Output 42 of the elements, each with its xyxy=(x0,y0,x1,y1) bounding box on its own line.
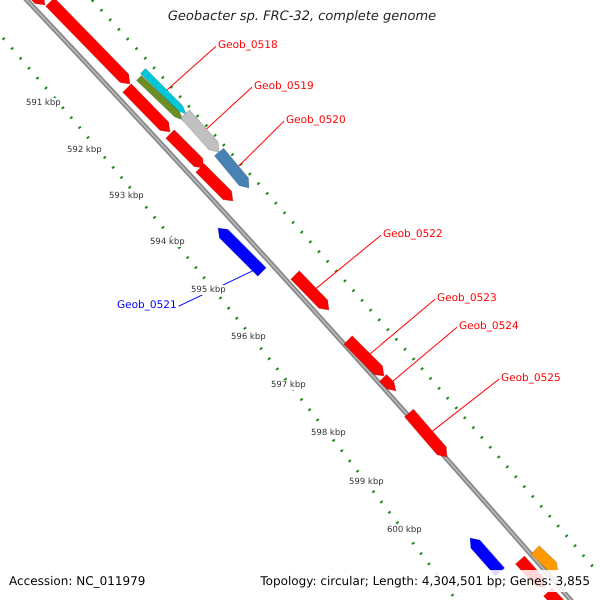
leader-line xyxy=(392,326,458,382)
leader-line xyxy=(166,46,216,91)
scale-label: 591 kbp xyxy=(26,98,61,108)
gene-feature xyxy=(290,270,330,311)
gene-feature xyxy=(122,83,171,133)
footer-text: Topology: circular; Length: 4,304,501 bp; Genes: 3,855 xyxy=(260,574,590,588)
gene-feature xyxy=(214,148,250,189)
scale-label: 595 kbp xyxy=(191,285,226,295)
leader-line xyxy=(206,86,252,130)
scale-label: 599 kbp xyxy=(349,477,384,487)
gene-label: Geob_0521 xyxy=(117,299,177,311)
leader-line xyxy=(432,378,500,432)
gene-feature xyxy=(180,109,220,153)
gene-feature xyxy=(530,545,559,573)
gene-label: Geob_0518 xyxy=(218,39,278,51)
scale-label: 597 kbp xyxy=(271,380,306,390)
gene-feature xyxy=(165,129,205,169)
scale-label: 600 kbp xyxy=(387,525,422,535)
footer-text: Accession: NC_011979 xyxy=(9,574,146,588)
gene-label: Geob_0520 xyxy=(286,114,346,126)
scale-label: 594 kbp xyxy=(150,237,185,247)
leader-line xyxy=(316,234,382,289)
gene-label: Geob_0523 xyxy=(437,292,497,304)
gene-feature xyxy=(195,163,234,202)
gene-feature xyxy=(136,74,184,121)
gene-feature xyxy=(404,408,448,458)
leader-line xyxy=(370,298,436,354)
gene-label: Geob_0525 xyxy=(501,372,561,384)
gene-label: Geob_0524 xyxy=(459,320,519,332)
gene-feature xyxy=(343,335,385,377)
scale-label: 593 kbp xyxy=(109,191,144,201)
scale-label: 598 kbp xyxy=(311,428,346,438)
gene-label: Geob_0519 xyxy=(254,80,314,92)
gene-feature xyxy=(45,0,131,85)
gene-feature xyxy=(378,374,397,392)
leader-line xyxy=(238,120,284,167)
scale-label: 592 kbp xyxy=(67,145,102,155)
scale-label: 596 kbp xyxy=(231,332,266,342)
gene-feature xyxy=(217,227,267,277)
gene-label: Geob_0522 xyxy=(383,228,443,240)
gene-feature xyxy=(140,68,187,115)
title: Geobacter sp. FRC-32, complete genome xyxy=(168,9,436,24)
